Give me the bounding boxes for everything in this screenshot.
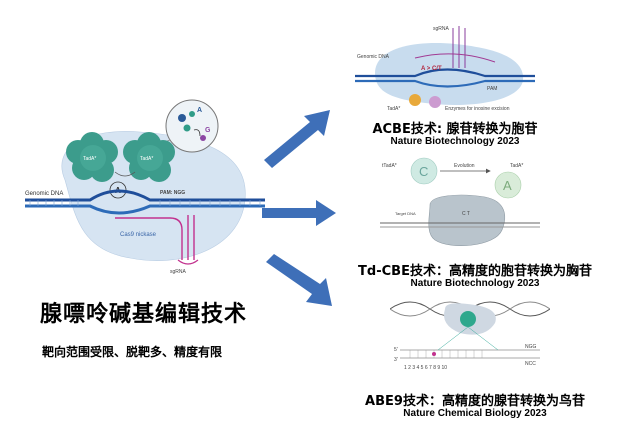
magnifier-base-a: A	[197, 107, 202, 114]
tdcbe-a-label: A	[503, 178, 512, 193]
abe9-positions-label: 1 2 3 4 5 6 7 8 9 10	[404, 365, 447, 371]
dna-strand-top	[25, 189, 265, 202]
arrow-up-right	[264, 110, 330, 168]
cas9-label: Cas9 nickase	[120, 232, 157, 238]
arrow-right	[262, 200, 336, 226]
acbe-tada-label: TadA*	[387, 106, 400, 112]
tada-protein-left	[66, 132, 118, 182]
tdcbe-c-label: C	[419, 164, 428, 179]
acbe-edit-label: A > C/T	[421, 66, 442, 72]
acbe-enzymes-label: Enzymes for inosine excision	[445, 106, 510, 112]
tdcbe-journal: Nature Biotechnology 2023	[410, 278, 540, 289]
abe9-journal: Nature Chemical Biology 2023	[403, 408, 547, 419]
tdcbe-tada-right-label: TadA*	[510, 163, 523, 169]
abe9-diagram: 5' 3' NGG NCC 1 2 3 4 5 6 7 8 9 10	[390, 295, 550, 375]
acbe-title: ACBE技术: 腺苷转换为胞苷	[372, 122, 538, 137]
acbe-diagram: sgRNA Genomic DNA A > C/T PAM TadA* Enzy…	[355, 18, 535, 113]
pam-label: PAM: NGG	[160, 190, 185, 196]
sgrna-label: sgRNA	[170, 269, 187, 275]
abe9-5prime-bottom: 3'	[394, 357, 398, 363]
base-editor-diagram: A G TadA* TadA* A Genomic DNA	[20, 90, 270, 275]
abe9-title: ABE9技术：高精度的腺苷转换为鸟苷	[365, 394, 585, 409]
magnifier-circle	[165, 99, 219, 153]
tdcbe-title: Td-CBE技术：高精度的胞苷转换为胸苷	[358, 264, 592, 279]
main-subtitle: 靶向范围受限、脱靶多、精度有限	[42, 345, 223, 359]
tdcbe-diagram: tTadA* C Evolution TadA* A Target DNA C …	[380, 155, 540, 255]
tada-label-right: TadA*	[140, 156, 153, 162]
acbe-sgrna-label: sgRNA	[433, 26, 450, 32]
tdcbe-target-label: Target DNA	[395, 211, 416, 216]
tdcbe-ct-label: C T	[462, 211, 470, 217]
acbe-genomic-label: Genomic DNA	[357, 54, 390, 60]
acbe-journal: Nature Biotechnology 2023	[390, 136, 520, 147]
main-title: 腺嘌呤碱基编辑技术	[40, 302, 248, 327]
acbe-pam-label: PAM	[487, 86, 497, 92]
tada-label-left: TadA*	[83, 156, 96, 162]
sgrna-strand	[115, 215, 195, 260]
tada-protein-right	[123, 132, 175, 182]
genomic-dna-label: Genomic DNA	[25, 191, 63, 197]
dna-strand-bottom	[25, 204, 265, 215]
arrow-down-right	[266, 254, 332, 306]
magnifier-base-g: G	[205, 127, 211, 134]
abe9-ngg-label: NGG	[525, 344, 537, 350]
tdcbe-tada-left-label: tTadA*	[382, 163, 397, 169]
abe9-5prime-top: 5'	[394, 347, 398, 353]
abe9-ncc-label: NCC	[525, 361, 536, 367]
tdcbe-evolution-label: Evolution	[454, 163, 475, 169]
